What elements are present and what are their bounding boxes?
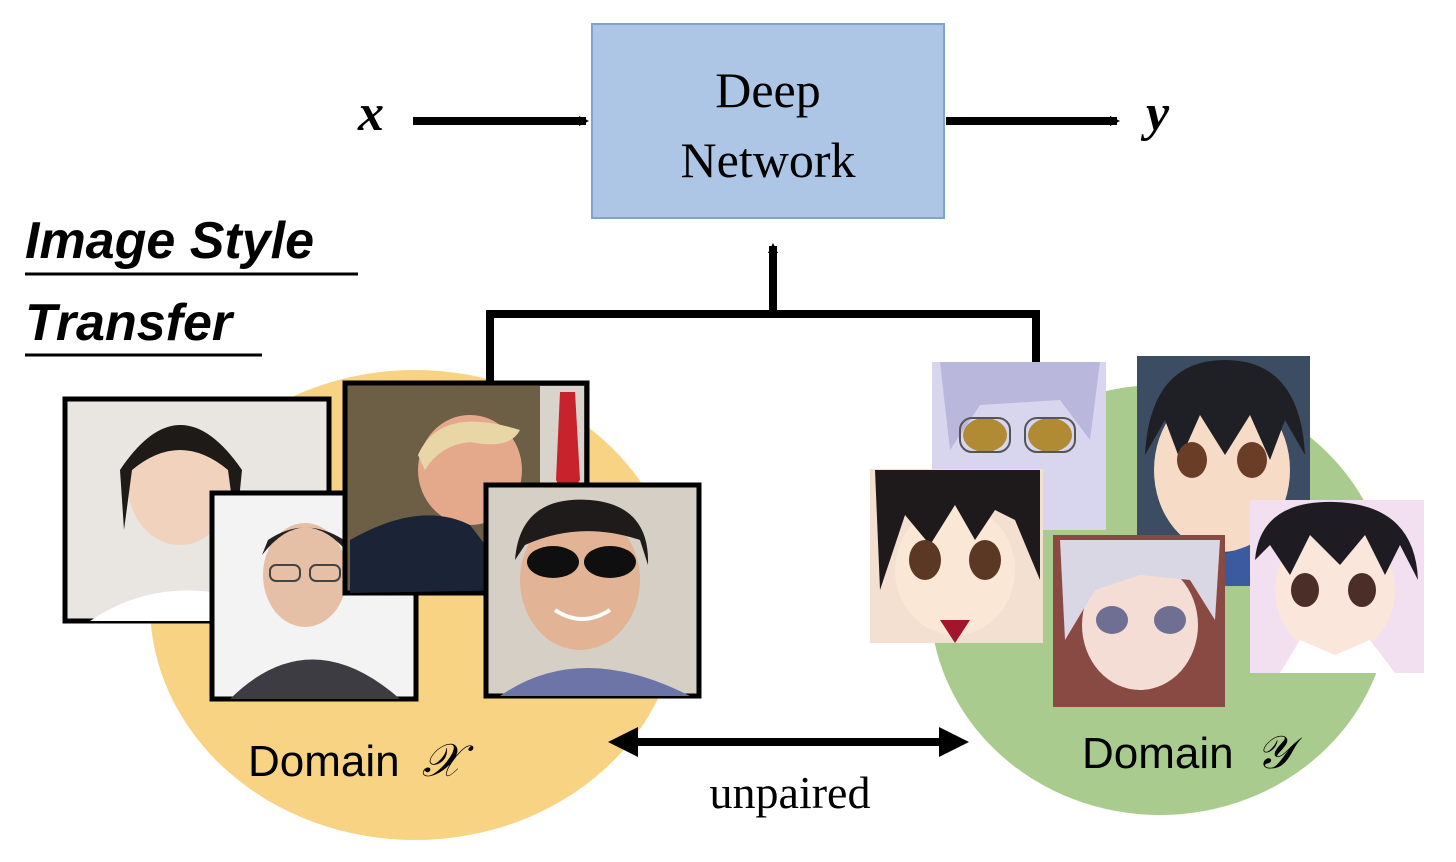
domain-x-label: Domain 𝒳: [248, 735, 474, 786]
anime-face-image-icon: [1250, 500, 1424, 673]
section-title: Image Style Transfer: [25, 212, 358, 357]
domain-y-word: Domain: [1082, 729, 1234, 778]
domain-x-images: [62, 380, 702, 702]
real-face-photo-icon: [483, 482, 702, 699]
unpaired-label: unpaired: [710, 767, 871, 818]
anime-face-image-icon: [1053, 535, 1225, 707]
anime-face-image-icon: [870, 469, 1043, 643]
title-line-2: Transfer: [25, 294, 235, 352]
title-line-1: Image Style: [25, 212, 314, 270]
output-symbol: y: [1140, 85, 1170, 142]
domain-y-images: [870, 356, 1424, 707]
network-label-1: Deep: [715, 62, 821, 118]
domain-y-label: Domain 𝒴: [1082, 727, 1303, 778]
deep-network-box: Deep Network: [591, 23, 945, 219]
domains-to-network-connector: [486, 243, 1040, 385]
domain-x-word: Domain: [248, 737, 400, 786]
input-symbol: x: [357, 85, 384, 142]
unpaired-double-arrow: [608, 727, 969, 757]
network-label-2: Network: [681, 132, 856, 188]
